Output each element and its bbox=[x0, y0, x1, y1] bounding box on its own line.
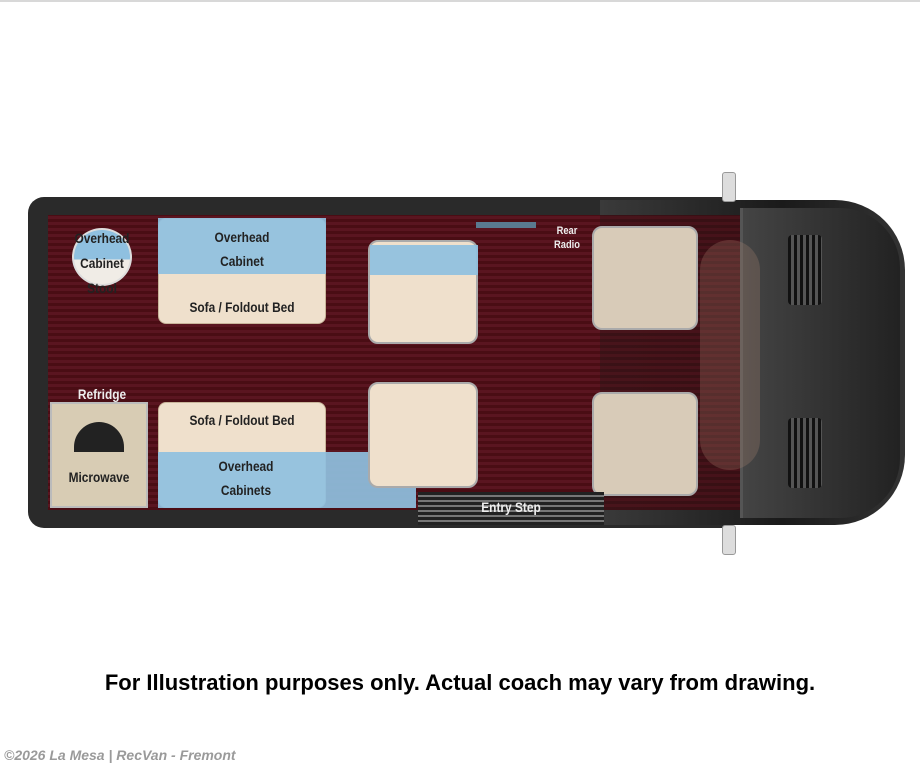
stool-label: Overhead Cabinet Stool bbox=[66, 226, 137, 301]
hood-vent bbox=[788, 235, 822, 305]
chair-top-shade bbox=[370, 245, 478, 275]
swivel-chair-bottom bbox=[368, 382, 478, 488]
label-line: Overhead bbox=[214, 229, 270, 245]
dashboard bbox=[700, 240, 760, 470]
overhead-cabinet-top bbox=[158, 218, 326, 274]
entry-step-label: Entry Step bbox=[481, 499, 541, 515]
label-line: Cabinet bbox=[80, 255, 124, 271]
label-line: Rear bbox=[556, 225, 578, 237]
copyright-footer: ©2026 La Mesa | RecVan - Fremont bbox=[4, 747, 236, 763]
illustration-disclaimer: For Illustration purposes only. Actual c… bbox=[104, 670, 816, 695]
microwave bbox=[50, 402, 148, 508]
label-line: Overhead bbox=[218, 458, 274, 474]
refridge-label: Refridge bbox=[77, 386, 127, 402]
entry-step bbox=[418, 492, 604, 525]
side-mirror bbox=[722, 172, 736, 202]
cabinet-stool bbox=[72, 228, 132, 286]
microwave-label: Microwave bbox=[68, 469, 130, 485]
label-line: Cabinets bbox=[220, 482, 272, 498]
sofa-bottom-label: Sofa / Foldout Bed bbox=[189, 412, 295, 428]
label-line: Stool bbox=[87, 280, 117, 296]
top-border bbox=[0, 0, 920, 2]
label-line: Radio bbox=[554, 239, 580, 251]
label-line: Cabinet bbox=[220, 253, 264, 269]
driver-seat bbox=[592, 392, 698, 496]
rear-radio-unit bbox=[476, 222, 536, 228]
sofa-top-label: Sofa / Foldout Bed bbox=[189, 299, 295, 315]
side-mirror bbox=[722, 525, 736, 555]
rear-radio-label: Rear Radio bbox=[547, 224, 586, 252]
passenger-seat bbox=[592, 226, 698, 330]
overhead-cabinet-top-label: Overhead Cabinet bbox=[171, 225, 314, 273]
label-line: Overhead bbox=[74, 230, 130, 246]
overhead-cabinets-bottom-label: Overhead Cabinets bbox=[173, 454, 319, 502]
hood-vent bbox=[788, 418, 822, 488]
